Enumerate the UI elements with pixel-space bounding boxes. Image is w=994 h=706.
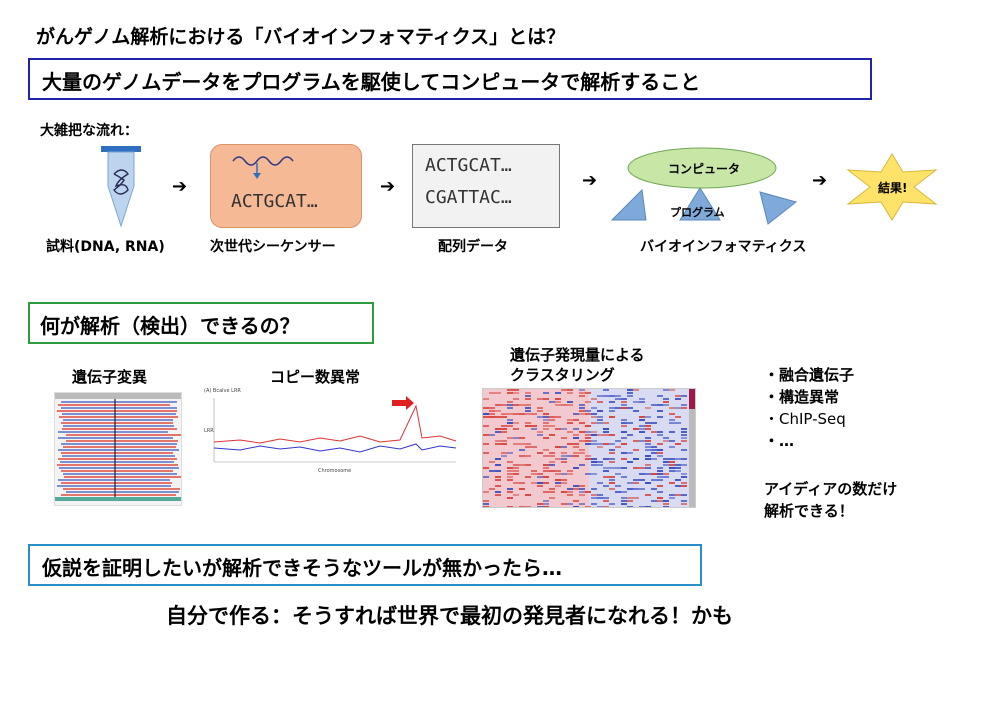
hypothesis-box: 仮説を証明したいが解析できそうなツールが無かったら…: [28, 544, 702, 586]
idea-line-1: アイディアの数だけ: [764, 480, 898, 498]
question-text: 何が解析（検出）できるの？: [40, 314, 300, 338]
computer-text: コンピュータ: [668, 162, 741, 176]
bioinformatics-label: バイオインフォマティクス: [640, 239, 807, 255]
variant-alignment-image: [54, 392, 187, 506]
flow-arrow-3: ➔: [582, 170, 598, 191]
flow-heading: 大雑把な流れ：: [40, 123, 138, 139]
cnv-xlabel: Chromosome: [318, 468, 351, 474]
question-box: 何が解析（検出）できるの？: [28, 302, 374, 344]
sample-label: 試料(DNA, RNA): [46, 239, 165, 255]
cnv-ylabel: LRR: [204, 428, 214, 434]
cluster-title-1: 遺伝子発現量による: [510, 346, 645, 364]
sequence-data-box: ACTGCAT… CGATTAC…: [412, 144, 560, 228]
conclusion-text: 自分で作る：そうすれば世界で最初の発見者になれる！かも: [166, 604, 733, 628]
bullet-item: ・融合遺伝子: [764, 366, 855, 384]
result-text: 結果!: [878, 181, 908, 195]
test-tube-icon: [96, 146, 146, 230]
cluster-heatmap-image: [482, 388, 696, 508]
computer-diagram: コンピュータ プログラム: [608, 146, 804, 230]
dna-wave-icon: [232, 156, 294, 179]
star-burst-icon: 結果!: [846, 152, 938, 222]
sequencer-box: ACTGCAT…: [210, 144, 362, 228]
sequence-data-label: 配列データ: [438, 239, 508, 255]
flow-arrow-4: ➔: [812, 170, 828, 191]
hypothesis-text: 仮説を証明したいが解析できそうなツールが無かったら…: [42, 556, 562, 580]
bullet-item: ・構造異常: [764, 388, 840, 406]
cluster-title-2: クラスタリング: [510, 366, 615, 384]
bullet-list: ・融合遺伝子 ・構造異常 ・ChIP-Seq ・…: [764, 364, 854, 452]
slide-title: がんゲノム解析における「バイオインフォマティクス」とは？: [36, 26, 566, 48]
sequencer-label: 次世代シーケンサー: [210, 239, 336, 255]
definition-text: 大量のゲノムデータをプログラムを駆使してコンピュータで解析すること: [42, 70, 701, 94]
bullet-item: ・ChIP-Seq: [764, 410, 846, 428]
definition-box: 大量のゲノムデータをプログラムを駆使してコンピュータで解析すること: [28, 58, 872, 100]
program-text: プログラム: [670, 206, 725, 219]
flow-arrow-2: ➔: [380, 176, 396, 197]
sequence-line-1: ACTGCAT…: [425, 155, 512, 176]
bullet-item: ・…: [764, 432, 795, 450]
variant-title: 遺伝子変異: [72, 368, 148, 386]
flow-arrow-1: ➔: [172, 176, 188, 197]
idea-line-2: 解析できる！: [764, 502, 854, 520]
sequence-line-2: CGATTAC…: [425, 187, 512, 208]
sequencer-text: ACTGCAT…: [231, 191, 318, 212]
cnv-title: コピー数異常: [270, 368, 361, 386]
cnv-plot-image: (A) Bcalve LRR LRR Chromosome: [200, 386, 462, 486]
cnv-plot-title: (A) Bcalve LRR: [204, 388, 241, 394]
